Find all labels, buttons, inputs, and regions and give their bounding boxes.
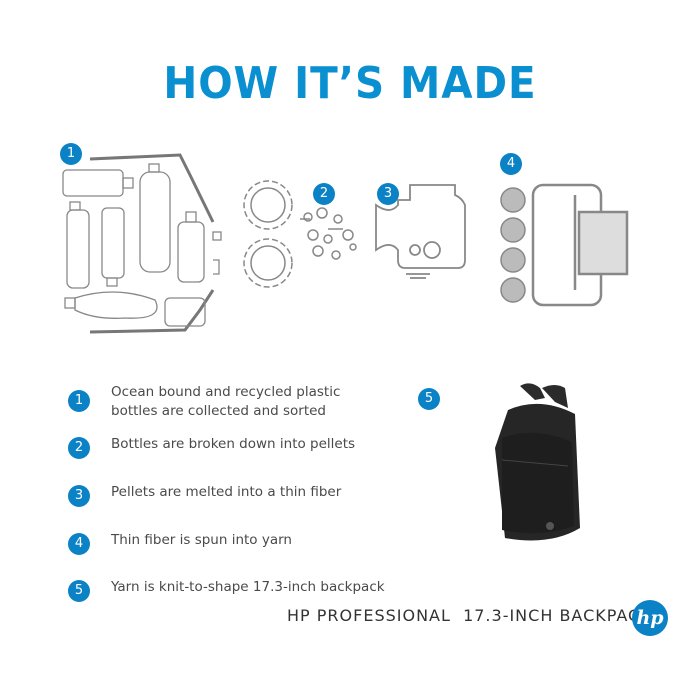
step-text: Bottles are broken down into pellets <box>111 436 356 452</box>
step-badge-2: 2 <box>313 183 335 205</box>
step-number-badge: 4 <box>68 533 90 555</box>
step-badge-4: 4 <box>500 153 522 175</box>
step-text: Ocean bound and recycled plastic bottles… <box>111 384 341 419</box>
page-title: HOW IT’S MADE <box>163 58 537 109</box>
step-number-badge: 1 <box>68 390 90 412</box>
step-number-badge: 3 <box>68 485 90 507</box>
step-number-badge: 5 <box>68 580 90 602</box>
gears-illustration <box>243 180 357 288</box>
plastic-bottles-illustration <box>62 153 222 334</box>
melting-machine-illustration <box>375 184 466 279</box>
step-text: Pellets are melted into a thin fiber <box>111 484 342 500</box>
product-name: HP PROFESSIONAL 17.3-INCH BACKPACK <box>287 606 652 625</box>
step-text: Yarn is knit-to-shape 17.3-inch backpack <box>111 579 385 595</box>
step-number-badge: 2 <box>68 437 90 459</box>
step-badge-3: 3 <box>377 183 399 205</box>
backpack-image <box>495 383 580 541</box>
yarn-loom-illustration <box>500 183 629 307</box>
step-badge-1: 1 <box>60 143 82 165</box>
hp-logo-icon: hp <box>632 600 668 636</box>
step-badge-5: 5 <box>418 388 440 410</box>
step-text: Thin fiber is spun into yarn <box>111 532 292 548</box>
